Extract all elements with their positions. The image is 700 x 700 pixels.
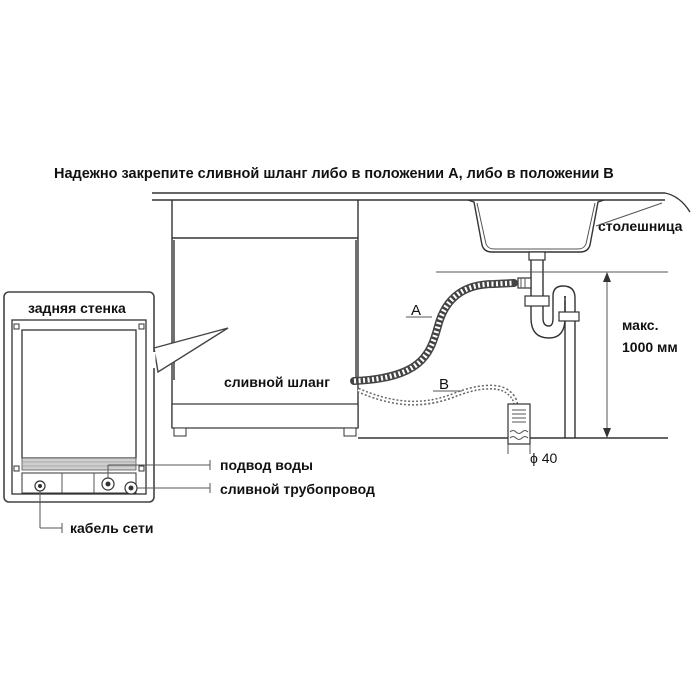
position-a-label: A — [411, 302, 421, 319]
diameter-label: ϕ 40 — [530, 450, 558, 466]
countertop-leader — [595, 202, 663, 227]
drain-hose-position-a — [350, 279, 518, 385]
countertop-label: столешница — [598, 218, 683, 234]
water-inlet-label: подвод воды — [220, 457, 313, 473]
floor-drain-pipe — [507, 403, 531, 454]
power-cable-label: кабель сети — [70, 520, 153, 536]
dishwasher — [171, 200, 359, 437]
drain-hose-position-b — [356, 384, 519, 411]
position-b-label: B — [439, 376, 449, 393]
max-height-label-line2: 1000 мм — [622, 339, 678, 355]
back-wall-inset — [3, 291, 229, 503]
drain-pipe-label: сливной трубопровод — [220, 481, 375, 497]
diagram-title: Надежно закрепите сливной шланг либо в п… — [54, 166, 614, 182]
sink — [467, 199, 605, 438]
height-dimension — [603, 272, 611, 438]
max-height-label-line1: макс. — [622, 317, 658, 333]
back-panel-leaders — [39, 460, 211, 533]
countertop — [152, 192, 691, 213]
drain-hose-label: сливной шланг — [224, 374, 330, 390]
back-wall-label: задняя стенка — [28, 300, 126, 316]
